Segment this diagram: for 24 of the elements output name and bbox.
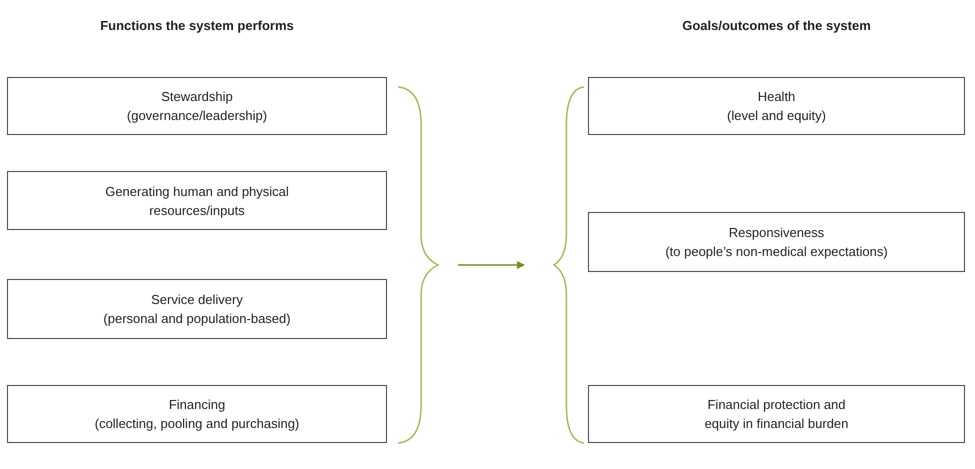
curly-brace xyxy=(552,85,584,445)
column-heading: Functions the system performs xyxy=(100,17,294,35)
process-box xyxy=(7,279,387,339)
box-text: Health xyxy=(758,88,796,106)
box-text: Financial protection and equity in financial burden xyxy=(704,396,850,433)
curly-brace xyxy=(398,85,440,445)
process-box xyxy=(588,385,965,443)
box-text: Stewardship xyxy=(161,88,233,106)
box-text: Financing xyxy=(168,396,226,414)
column-heading: Goals/outcomes of the system xyxy=(682,17,871,35)
process-box xyxy=(7,77,387,135)
box-text: (level and equity) xyxy=(727,107,826,125)
process-box xyxy=(7,385,387,443)
process-box xyxy=(588,212,965,272)
box-text: Generating human and physical resources/inputs xyxy=(104,182,290,220)
box-text: (to people’s non-medical expectations) xyxy=(665,243,888,261)
box-text: Service delivery xyxy=(151,291,243,309)
box-text: Responsiveness xyxy=(728,224,824,242)
process-box xyxy=(7,171,387,230)
box-text: (collecting, pooling and purchasing) xyxy=(94,415,300,433)
box-text: (governance/leadership) xyxy=(126,107,268,125)
box-text: (personal and population-based) xyxy=(103,310,291,328)
process-box xyxy=(588,77,965,135)
arrow xyxy=(458,261,525,269)
